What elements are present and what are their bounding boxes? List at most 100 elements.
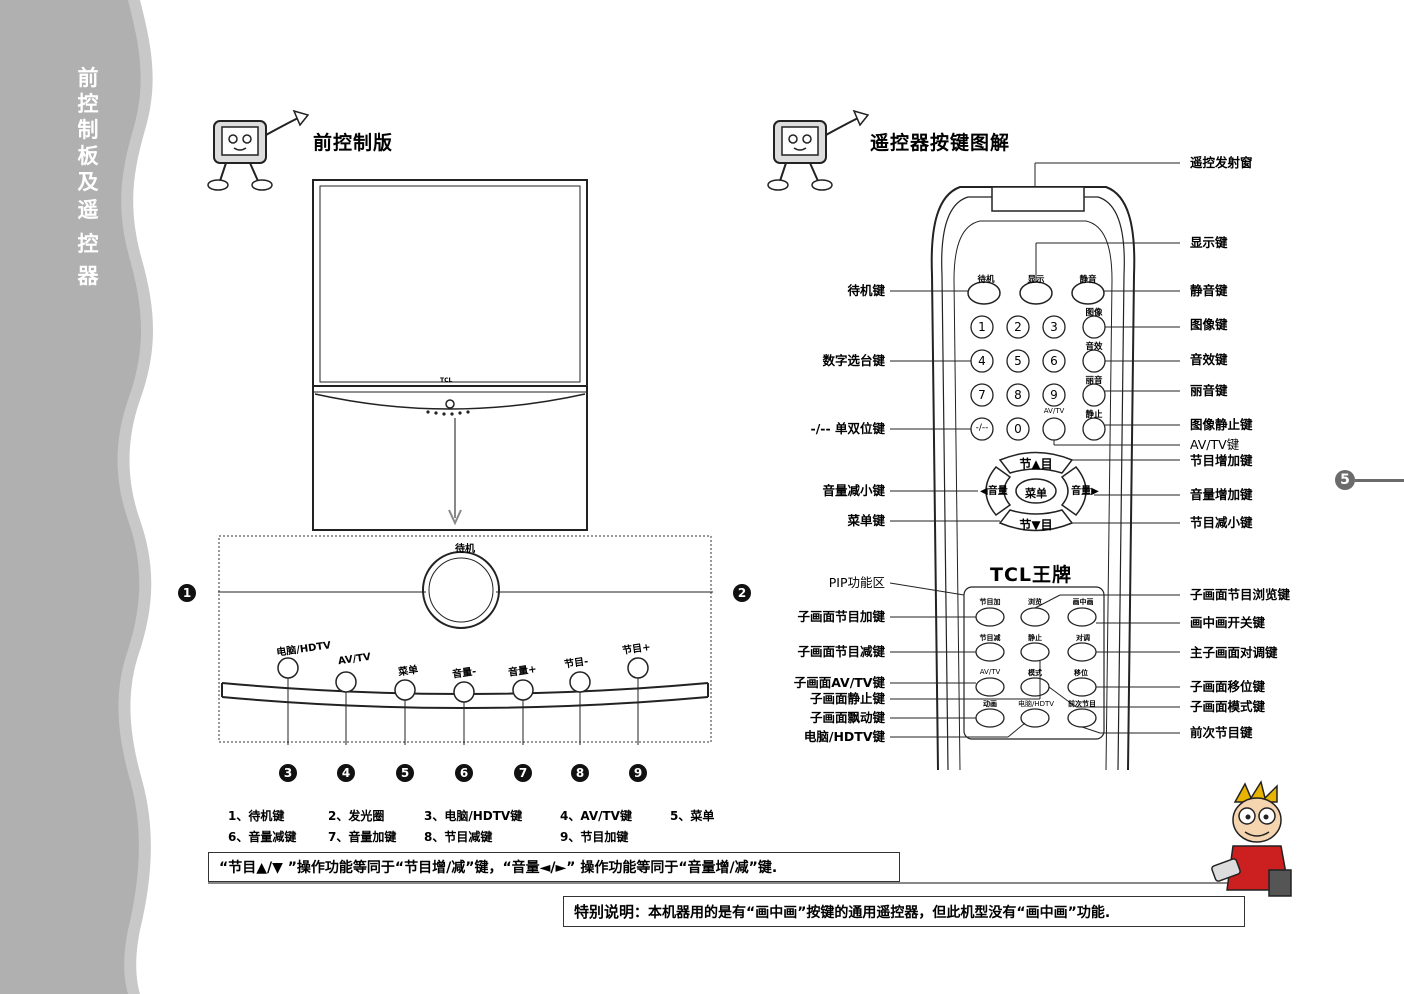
remote-label-left: 音量减小键: [822, 483, 885, 498]
callout-number: 9: [629, 764, 647, 782]
note-box: “节目▲/▼ ”操作功能等同于“节目增/减”键，“音量◄/►” 操作功能等同于“…: [208, 852, 900, 882]
legend-item: 5、菜单: [670, 809, 715, 823]
legend-item: 7、音量加键: [328, 830, 397, 844]
panel-button-label: 菜单: [397, 664, 419, 679]
tv-front-illustration: [312, 179, 588, 531]
sidebar-background: [0, 0, 153, 994]
remote-key-label: 待机: [977, 275, 995, 285]
sidebar-char: 遥: [77, 198, 99, 222]
remote-label-right: 静音键: [1190, 283, 1228, 298]
sidebar-char: 控: [77, 92, 99, 116]
tv-brand-logo: TCL: [440, 377, 453, 384]
pip-key-label: 移位: [1074, 669, 1088, 677]
remote-illustration: [889, 162, 1180, 771]
panel-standby-label: 待机: [455, 544, 475, 555]
tv-mascot-icon: [207, 109, 310, 191]
remote-key-label: 静止: [1085, 410, 1103, 420]
remote-brand-logo: TCL王牌: [990, 564, 1073, 586]
pip-key-label: 动画: [983, 700, 997, 708]
nav-volume-up-key: 音量▶: [1071, 486, 1099, 497]
remote-label-right: 遥控发射窗: [1190, 155, 1253, 170]
special-note-label: 特别说明: [574, 903, 635, 921]
remote-label-left: 待机键: [847, 283, 885, 298]
remote-label-right: 节目增加键: [1190, 453, 1253, 468]
remote-label-right: 图像键: [1190, 317, 1228, 332]
digit-key: 9: [1050, 388, 1058, 402]
remote-label-right: 子画面节目浏览键: [1190, 587, 1291, 602]
remote-key-label: 音效: [1085, 342, 1103, 352]
legend-item: 8、节目减键: [424, 830, 493, 844]
callout-number: 7: [514, 764, 532, 782]
legend-item: 1、待机键: [228, 809, 285, 823]
nav-menu-key: 菜单: [1025, 487, 1047, 500]
digit-key: 1: [978, 320, 986, 334]
remote-label-left: 子画面节目加键: [797, 609, 885, 624]
sidebar-char: 器: [77, 264, 99, 288]
remote-key-label: 图像: [1085, 308, 1103, 318]
tv-mascot-icon: [767, 109, 870, 191]
remote-key-label: 静音: [1079, 275, 1097, 285]
digit-key: 4: [978, 354, 986, 368]
remote-label-right: 子画面模式键: [1190, 699, 1266, 714]
remote-key-label: 丽音: [1085, 376, 1103, 386]
pip-key-label: 节目减: [979, 634, 1001, 642]
pip-key-label: 模式: [1028, 669, 1042, 677]
special-note-box: 特别说明：本机器用的是有“画中画”按键的通用遥控器，但此机型没有“画中画”功能.: [563, 896, 1245, 927]
callout-number: 8: [571, 764, 589, 782]
remote-label-right: 音量增加键: [1190, 487, 1253, 502]
remote-label-right: 节目减小键: [1190, 515, 1253, 530]
pip-key-label: 电脑/HDTV: [1017, 700, 1055, 708]
divider-line: [208, 882, 1238, 884]
callout-number: 3: [279, 764, 297, 782]
remote-label-left: 子画面AV/TV键: [793, 675, 885, 690]
remote-label-left: 子画面飘动键: [809, 710, 885, 725]
front-panel-detail: [218, 535, 713, 745]
remote-key-label: 显示: [1027, 275, 1045, 285]
remote-label-right: 子画面移位键: [1190, 679, 1266, 694]
legend-item: 9、节目加键: [560, 830, 629, 844]
digit-key: 5: [1014, 354, 1022, 368]
remote-label-right: 图像静止键: [1190, 417, 1253, 432]
remote-label-left: -/-- 单双位键: [810, 421, 885, 436]
page-number: 5: [1335, 470, 1355, 490]
sidebar-char: 制: [77, 118, 99, 142]
remote-label-right: 主子画面对调键: [1190, 645, 1278, 660]
remote-label-left: 电脑/HDTV键: [803, 729, 885, 744]
digit-key: 7: [978, 388, 986, 402]
special-note-text: ：本机器用的是有“画中画”按键的通用遥控器，但此机型没有“画中画”功能.: [634, 905, 1111, 921]
remote-label-left: PIP功能区: [828, 575, 885, 590]
legend-item: 4、AV/TV键: [560, 809, 632, 823]
pip-key-label: 画中画: [1072, 598, 1094, 606]
pip-key-label: 节目加: [979, 598, 1001, 606]
remote-label-right: 音效键: [1190, 352, 1228, 367]
section-heading-remote: 遥控器按键图解: [870, 132, 1011, 154]
nav-up-key: 节▲目: [1019, 457, 1053, 471]
page-tab-line: [1355, 479, 1404, 482]
callout-number: 5: [396, 764, 414, 782]
remote-label-left: 子画面节目减键: [797, 644, 885, 659]
sidebar-char: 前: [77, 66, 99, 90]
remote-label-left: 数字选台键: [822, 353, 885, 368]
cartoon-boy-illustration: [1211, 780, 1292, 897]
pip-key-label: 静止: [1028, 634, 1042, 642]
remote-key-label: AV/TV: [1043, 407, 1065, 415]
digit-key: 2: [1014, 320, 1022, 334]
remote-label-right: 丽音键: [1190, 383, 1228, 398]
pip-key-label: 对调: [1076, 634, 1090, 642]
digit-key: 3: [1050, 320, 1058, 334]
legend-item: 3、电脑/HDTV键: [424, 809, 523, 823]
sidebar-char: 控: [77, 232, 99, 256]
pip-key-label: AV/TV: [979, 668, 1001, 676]
digit-key: 0: [1014, 422, 1022, 436]
nav-down-key: 节▼目: [1019, 518, 1053, 532]
remote-label-right: 画中画开关键: [1190, 615, 1266, 630]
remote-label-right: AV/TV键: [1190, 437, 1240, 452]
digit-key: 6: [1050, 354, 1058, 368]
nav-left-label: 音量: [987, 486, 1008, 497]
sidebar-char: 及: [77, 170, 99, 194]
legend-item: 6、音量减键: [228, 830, 297, 844]
pip-key-label: 浏览: [1028, 598, 1042, 606]
callout-number: 2: [733, 584, 751, 602]
callout-number: 1: [178, 584, 196, 602]
remote-label-right: 显示键: [1190, 235, 1228, 250]
